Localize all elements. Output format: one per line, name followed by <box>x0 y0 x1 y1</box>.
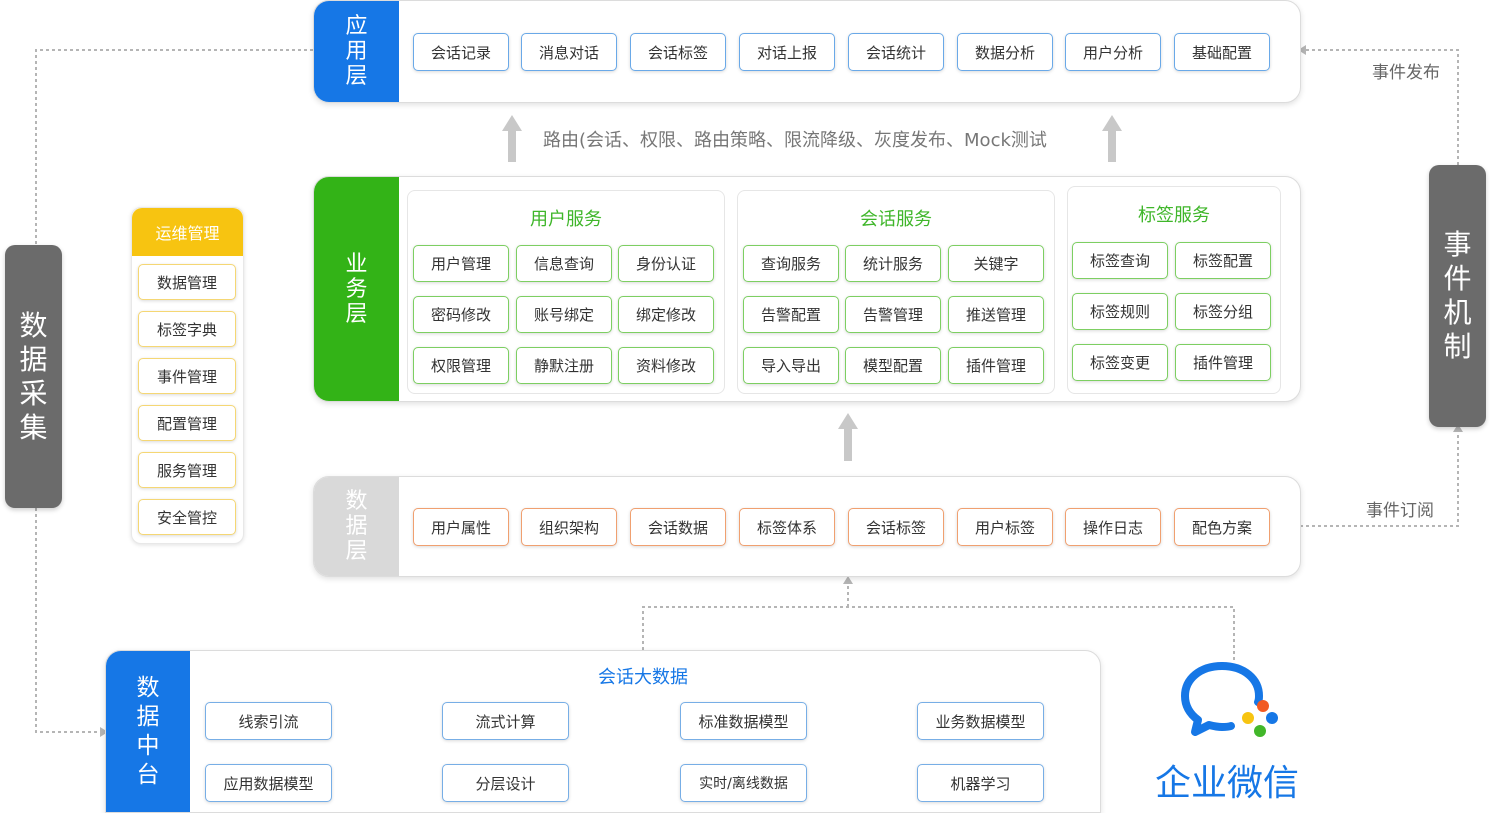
data-platform-item[interactable]: 流式计算 <box>442 702 569 740</box>
user-service-item[interactable]: 身份认证 <box>618 245 714 282</box>
app-item[interactable]: 会话标签 <box>630 33 726 71</box>
application-layer-label: 应 用 层 <box>314 1 399 102</box>
session-service-item[interactable]: 告警配置 <box>743 296 839 333</box>
data-item[interactable]: 用户属性 <box>413 508 509 546</box>
wecom-logo-icon <box>1181 662 1278 737</box>
user-service-item[interactable]: 密码修改 <box>413 296 509 333</box>
line-event-publish <box>1306 49 1459 165</box>
data-platform-item[interactable]: 机器学习 <box>917 764 1044 802</box>
data-platform-item[interactable]: 实时/离线数据 <box>680 764 807 802</box>
session-service-item[interactable]: 插件管理 <box>948 347 1044 384</box>
session-service-title: 会话服务 <box>860 209 932 230</box>
wecom-brand-name: 企业微信 <box>1155 763 1300 804</box>
line-bigdata-wecom <box>642 606 1235 660</box>
data-item[interactable]: 配色方案 <box>1174 508 1270 546</box>
tag-service-title: 标签服务 <box>1138 205 1210 226</box>
data-collection-pill: 数 据 采 集 <box>5 245 62 508</box>
ops-item[interactable]: 标签字典 <box>138 311 236 347</box>
app-item[interactable]: 会话统计 <box>848 33 944 71</box>
data-platform-item[interactable]: 应用数据模型 <box>205 764 332 802</box>
app-item[interactable]: 消息对话 <box>521 33 617 71</box>
session-service-item[interactable]: 查询服务 <box>743 245 839 282</box>
data-item[interactable]: 组织架构 <box>521 508 617 546</box>
event-publish-label: 事件发布 <box>1372 63 1440 83</box>
user-service-item[interactable]: 权限管理 <box>413 347 509 384</box>
user-service-item[interactable]: 静默注册 <box>516 347 612 384</box>
business-layer-label: 业 务 层 <box>314 177 399 401</box>
data-platform-item[interactable]: 分层设计 <box>442 764 569 802</box>
app-item[interactable]: 会话记录 <box>413 33 509 71</box>
line-event-subscribe <box>1300 432 1459 527</box>
tag-service-item[interactable]: 标签配置 <box>1175 242 1271 279</box>
ops-item[interactable]: 配置管理 <box>138 405 236 441</box>
flow-arrows <box>502 115 1122 461</box>
session-service-item[interactable]: 模型配置 <box>845 347 941 384</box>
data-item[interactable]: 操作日志 <box>1065 508 1161 546</box>
tag-service-item[interactable]: 插件管理 <box>1175 344 1271 381</box>
app-item[interactable]: 基础配置 <box>1174 33 1270 71</box>
session-service-item[interactable]: 推送管理 <box>948 296 1044 333</box>
app-item[interactable]: 用户分析 <box>1065 33 1161 71</box>
session-service-item[interactable]: 关键字 <box>948 245 1044 282</box>
user-service-item[interactable]: 资料修改 <box>618 347 714 384</box>
line-collection-top <box>35 49 313 245</box>
data-item[interactable]: 用户标签 <box>957 508 1053 546</box>
user-service-item[interactable]: 绑定修改 <box>618 296 714 333</box>
app-item[interactable]: 数据分析 <box>957 33 1053 71</box>
app-item[interactable]: 对话上报 <box>739 33 835 71</box>
ops-item[interactable]: 服务管理 <box>138 452 236 488</box>
user-service-title: 用户服务 <box>530 209 602 230</box>
data-platform-label: 数 据 中 台 <box>106 651 190 812</box>
session-service-item[interactable]: 统计服务 <box>845 245 941 282</box>
ops-management-title: 运维管理 <box>132 208 243 256</box>
data-item[interactable]: 会话数据 <box>630 508 726 546</box>
data-item[interactable]: 会话标签 <box>848 508 944 546</box>
event-mechanism-pill: 事 件 机 制 <box>1429 165 1486 427</box>
data-platform-title: 会话大数据 <box>598 667 688 688</box>
ops-item[interactable]: 安全管控 <box>138 499 236 535</box>
user-service-item[interactable]: 账号绑定 <box>516 296 612 333</box>
tag-service-item[interactable]: 标签分组 <box>1175 293 1271 330</box>
tag-service-item[interactable]: 标签变更 <box>1072 344 1168 381</box>
user-service-item[interactable]: 信息查询 <box>516 245 612 282</box>
session-service-item[interactable]: 导入导出 <box>743 347 839 384</box>
tag-service-item[interactable]: 标签规则 <box>1072 293 1168 330</box>
event-subscribe-label: 事件订阅 <box>1366 501 1434 521</box>
data-item[interactable]: 标签体系 <box>739 508 835 546</box>
data-layer-label: 数 据 层 <box>314 477 399 576</box>
data-platform-item[interactable]: 标准数据模型 <box>680 702 807 740</box>
tag-service-item[interactable]: 标签查询 <box>1072 242 1168 279</box>
ops-item[interactable]: 数据管理 <box>138 264 236 300</box>
user-service-item[interactable]: 用户管理 <box>413 245 509 282</box>
data-platform-item[interactable]: 业务数据模型 <box>917 702 1044 740</box>
data-platform-item[interactable]: 线索引流 <box>205 702 332 740</box>
line-collection-bottom <box>35 508 100 733</box>
ops-item[interactable]: 事件管理 <box>138 358 236 394</box>
routing-description: 路由(会话、权限、路由策略、限流降级、灰度发布、Mock测试 <box>543 130 1047 151</box>
session-service-item[interactable]: 告警管理 <box>845 296 941 333</box>
